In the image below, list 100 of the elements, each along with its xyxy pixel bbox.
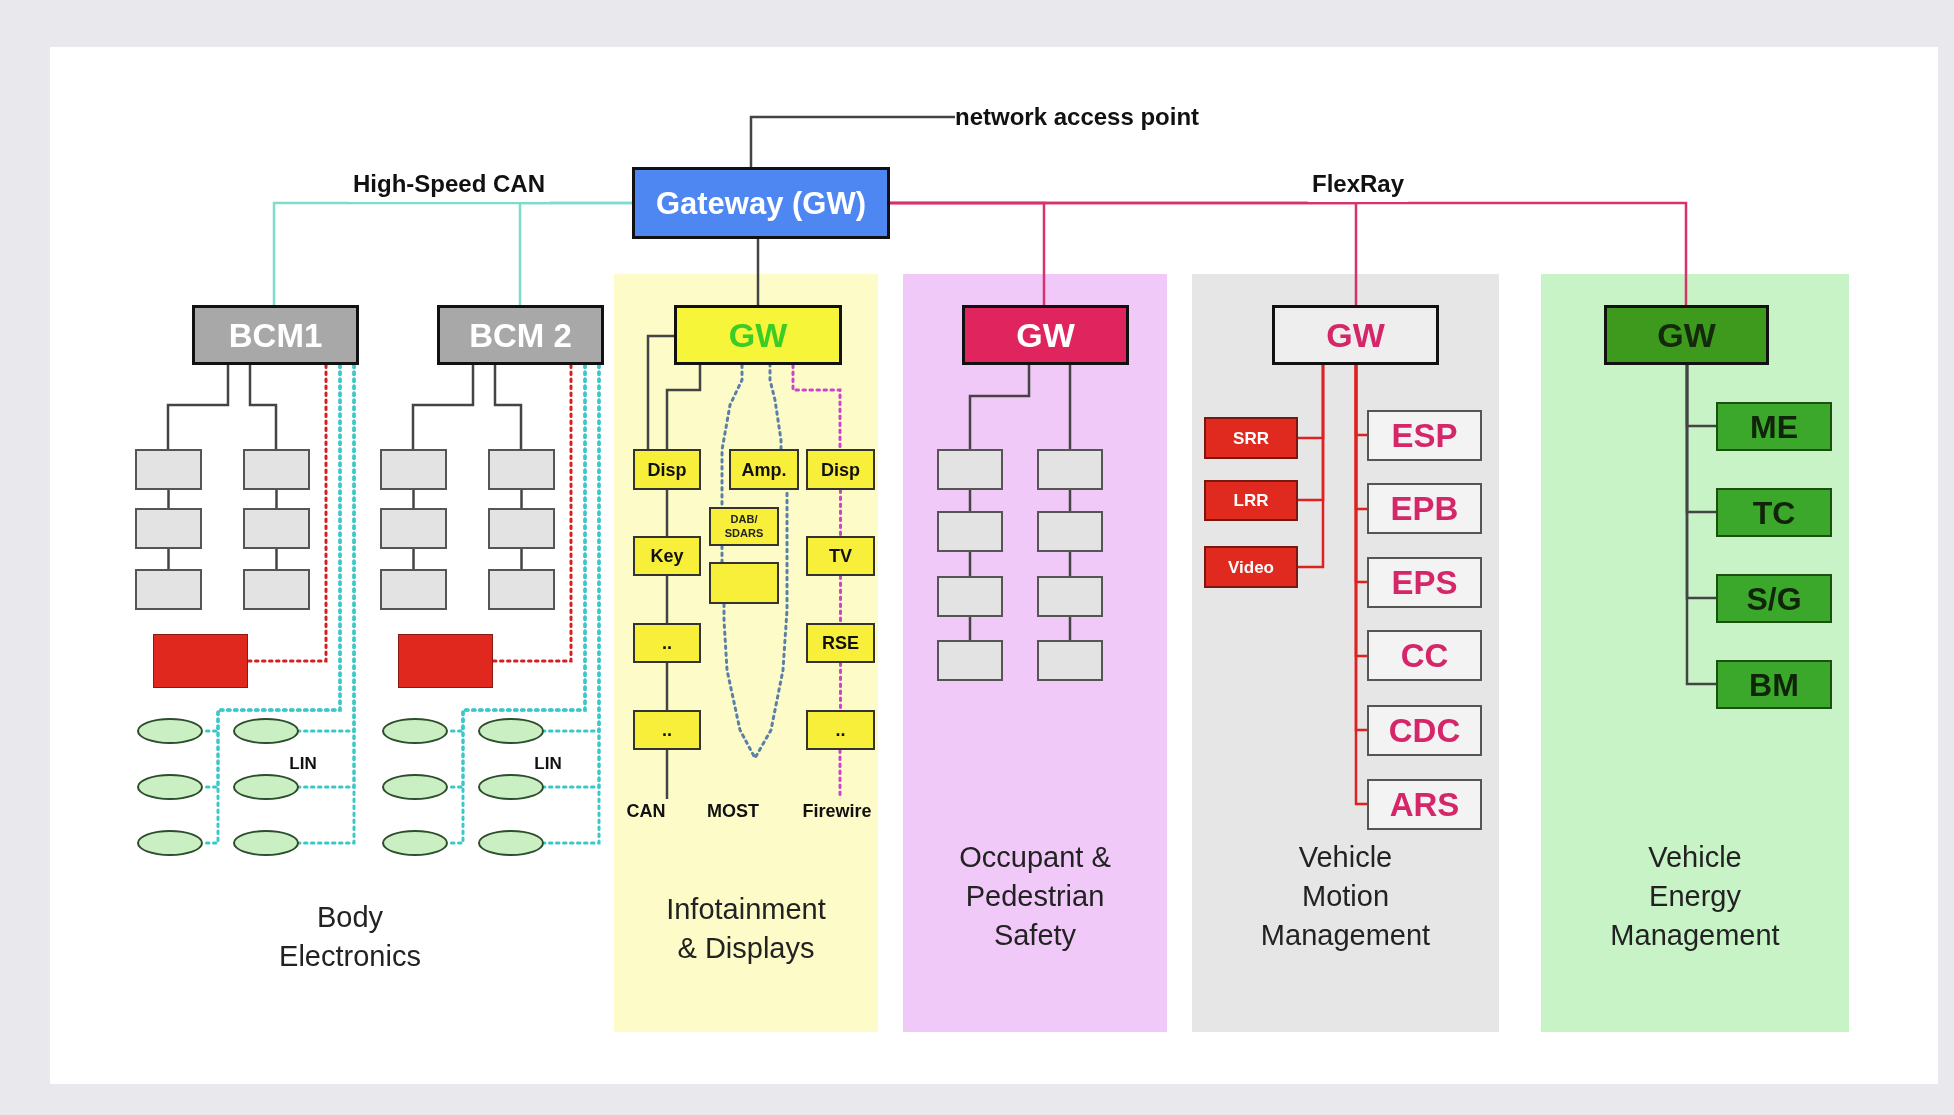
- bus-line: [665, 750, 669, 799]
- bus-line: [412, 549, 415, 569]
- control-module-box: BCM 2: [437, 305, 604, 365]
- bus-line: [167, 490, 170, 508]
- bus-line: [768, 363, 783, 451]
- bus-line: [665, 490, 669, 536]
- bus-line: [1354, 365, 1367, 806]
- gateway-box: Gateway (GW): [632, 167, 890, 239]
- gateway-box: GW: [962, 305, 1129, 365]
- bus-line: [248, 365, 278, 449]
- ecu-box: [398, 634, 493, 688]
- ecu-box: EPS: [1367, 557, 1482, 608]
- domain-panel: [1192, 274, 1499, 1032]
- bus-line: [1068, 490, 1072, 511]
- gateway-box: GW: [674, 305, 842, 365]
- bus-label: Firewire: [797, 799, 877, 823]
- ecu-box: BM: [1716, 660, 1832, 709]
- ecu-box: [937, 511, 1003, 552]
- ecu-box: ARS: [1367, 779, 1482, 830]
- bus-line: [839, 488, 842, 538]
- ecu-box: ME: [1716, 402, 1832, 451]
- ecu-box: [937, 576, 1003, 617]
- bus-line: [166, 365, 230, 449]
- bus-line: [890, 201, 1688, 305]
- bus-line: [275, 490, 278, 508]
- bus-label: LIN: [534, 753, 562, 776]
- ecu-box: [937, 640, 1003, 681]
- ecu-box: DAB/ SDARS: [709, 507, 779, 546]
- ecu-box: CDC: [1367, 705, 1482, 756]
- bus-label: LIN: [289, 753, 317, 776]
- ecu-box: [1037, 449, 1103, 490]
- bus-line: [665, 576, 669, 623]
- ecu-box: LRR: [1204, 480, 1298, 521]
- ecu-box: Video: [1204, 546, 1298, 588]
- ecu-box: Amp.: [729, 449, 799, 490]
- bus-line: [968, 490, 972, 511]
- ecu-box: [380, 569, 447, 610]
- ecu-box: ..: [633, 623, 701, 663]
- gateway-box: GW: [1272, 305, 1439, 365]
- bus-line: [1068, 552, 1072, 576]
- gateway-box: GW: [1604, 305, 1769, 365]
- bus-line: [1685, 365, 1716, 686]
- panel-title: Infotainment & Displays: [665, 892, 827, 967]
- ecu-box: [380, 449, 447, 490]
- ecu-box: [135, 569, 202, 610]
- ecu-box: Disp: [633, 449, 701, 490]
- bus-line: [968, 552, 972, 576]
- ecu-box: [243, 569, 310, 610]
- bus-label: CAN: [622, 799, 670, 823]
- ecu-box: [937, 449, 1003, 490]
- bus-line: [1068, 617, 1072, 640]
- bus-line: [520, 549, 523, 569]
- bus-line: [246, 363, 328, 663]
- bus-line: [518, 201, 632, 305]
- ecu-box: [488, 508, 555, 549]
- bus-line: [520, 490, 523, 508]
- ecu-box: TV: [806, 536, 875, 576]
- ecu-box: [243, 508, 310, 549]
- ecu-box: S/G: [1716, 574, 1832, 623]
- ecu-box: [488, 569, 555, 610]
- ecu-box: SRR: [1204, 417, 1298, 459]
- bus-line: [1068, 365, 1072, 449]
- domain-panel: [1541, 274, 1849, 1032]
- section-title: Body Electronics: [278, 899, 422, 974]
- panel-title: Vehicle Energy Management: [1609, 840, 1781, 954]
- bus-line: [275, 549, 278, 569]
- bus-line: [411, 365, 475, 449]
- ecu-box: [243, 449, 310, 490]
- domain-panel: [614, 274, 878, 1032]
- ecu-box: Disp: [806, 449, 875, 490]
- bus-label: MOST: [707, 799, 759, 823]
- ecu-box: ..: [633, 710, 701, 750]
- domain-panel: [903, 274, 1167, 1032]
- ecu-box: CC: [1367, 630, 1482, 681]
- ecu-box: ..: [806, 710, 875, 750]
- ecu-box: [135, 508, 202, 549]
- bus-line: [493, 365, 523, 449]
- bus-line: [167, 549, 170, 569]
- ecu-box: ESP: [1367, 410, 1482, 461]
- ecu-box: [1037, 576, 1103, 617]
- ecu-box: [380, 508, 447, 549]
- bus-line: [491, 363, 573, 663]
- bus-line: [756, 239, 760, 305]
- bus-line: [968, 365, 1031, 449]
- ecu-box: [488, 449, 555, 490]
- bus-line: [791, 363, 842, 451]
- bus-line: [720, 544, 724, 564]
- access-point-label: network access point: [955, 100, 1265, 134]
- bus-line: [839, 661, 842, 712]
- bus-line: [412, 490, 415, 508]
- bus-line: [749, 115, 955, 167]
- ecu-box: [1037, 640, 1103, 681]
- ecu-box: [1037, 511, 1103, 552]
- control-module-box: BCM1: [192, 305, 359, 365]
- bus-line: [665, 365, 702, 449]
- bus-line: [839, 574, 842, 625]
- ecu-box: TC: [1716, 488, 1832, 537]
- panel-title: Vehicle Motion Management: [1259, 840, 1432, 954]
- bus-line: [646, 334, 674, 449]
- bus-line: [1298, 365, 1325, 569]
